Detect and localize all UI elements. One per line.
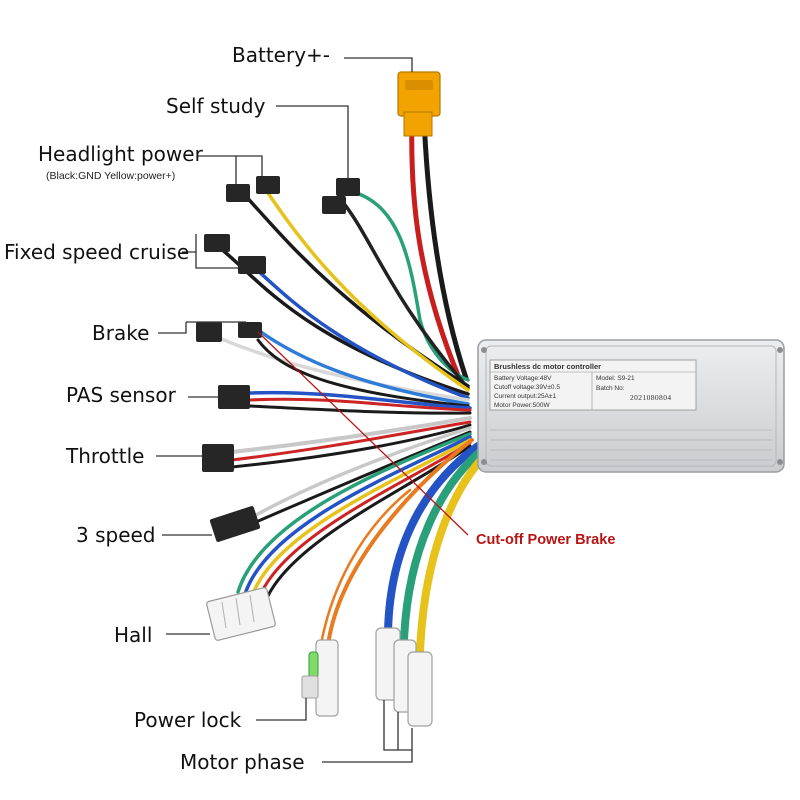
model-spec: Model: S9-21 [596,375,635,382]
brake-label: Brake [92,321,150,345]
brake-connector [196,322,262,342]
current-output-spec: Current output:25A±1 [494,393,557,400]
self-study-connector [322,178,360,214]
headlight-connector [226,176,280,202]
three-speed-connector [209,506,261,542]
cutoff-brake-pointer [257,331,469,536]
motor-phase-label: Motor phase [180,750,305,774]
pas-label: PAS sensor [66,383,176,407]
cutoff-voltage-spec: Cutoff voltage:39V±0.5 [494,384,560,391]
battery-voltage-spec: Battery Voltage:48V [494,375,552,382]
self-study-label: Self study [166,94,266,118]
wire-bundle [210,115,490,656]
batch-label: Batch No: [596,385,625,392]
cutoff-brake-label: Cut-off Power Brake [476,532,616,548]
power-lock-connector [301,639,339,717]
power-lock-label: Power lock [134,708,242,732]
controller-housing [477,339,785,473]
cruise-connector [204,234,266,274]
three-speed-label: 3 speed [76,523,156,547]
cruise-label: Fixed speed cruise [4,240,190,264]
pas-connector [218,385,250,409]
motor-phase-connectors [375,627,433,727]
headlight-label: Headlight power [38,142,203,166]
headlight-note: (Black:GND Yellow:power+) [46,170,176,182]
battery-connector [397,71,441,137]
batch-number: 2021080804 [630,393,672,402]
motor-power-spec: Motor Power:500W [494,402,550,409]
callout-lines [156,57,413,763]
throttle-connector [202,444,234,472]
battery-label: Battery+- [232,43,330,67]
controller-title: Brushless dc motor controller [494,362,602,371]
hall-label: Hall [114,623,153,647]
throttle-label: Throttle [66,444,145,468]
hall-connector [206,587,276,641]
